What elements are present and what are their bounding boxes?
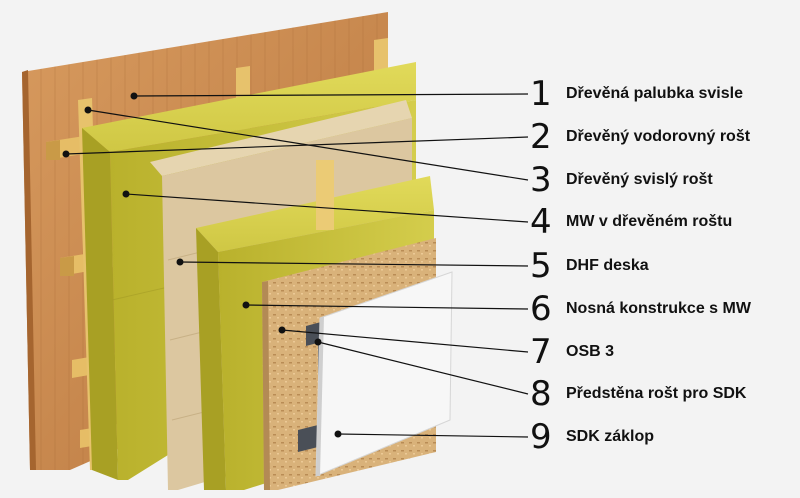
leader-dots	[62, 92, 342, 438]
legend-number: 5	[530, 246, 552, 286]
legend-number: 4	[530, 202, 552, 242]
legend-item-4: 4 MW v dřevěném roštu	[530, 202, 732, 242]
legend-item-9: 9 SDK záklop	[530, 417, 654, 457]
layer-drywall	[315, 271, 453, 477]
legend-label: Předstěna rošt pro SDK	[566, 385, 747, 402]
legend-number: 8	[530, 374, 552, 414]
legend-number: 2	[530, 117, 552, 157]
legend-label: OSB 3	[566, 343, 615, 360]
legend-number: 3	[530, 160, 552, 200]
legend-item-1: 1 Dřevěná palubka svisle	[530, 74, 743, 114]
legend-label: Dřevěná palubka svisle	[566, 85, 743, 102]
legend-number: 9	[530, 417, 552, 457]
legend-label: Dřevěný svislý rošt	[566, 171, 713, 188]
legend-item-5: 5 DHF deska	[530, 246, 649, 286]
legend-item-7: 7 OSB 3	[530, 332, 614, 372]
legend-label: SDK záklop	[566, 428, 655, 445]
legend-number: 1	[530, 74, 552, 114]
legend-label: Nosná konstrukce s MW	[566, 300, 751, 317]
legend-item-8: 8 Předstěna rošt pro SDK	[530, 374, 746, 414]
legend-label: MW v dřevěném roštu	[566, 213, 733, 230]
legend-item-6: 6 Nosná konstrukce s MW	[530, 289, 751, 329]
leader-lines	[65, 93, 529, 438]
legend-number: 6	[530, 289, 552, 329]
legend-item-3: 3 Dřevěný svislý rošt	[530, 160, 713, 200]
legend-label: Dřevěný vodorovný rošt	[566, 128, 751, 145]
legend-number: 7	[530, 332, 552, 372]
legend-label: DHF deska	[566, 257, 649, 274]
legend-item-2: 2 Dřevěný vodorovný rošt	[530, 117, 750, 157]
